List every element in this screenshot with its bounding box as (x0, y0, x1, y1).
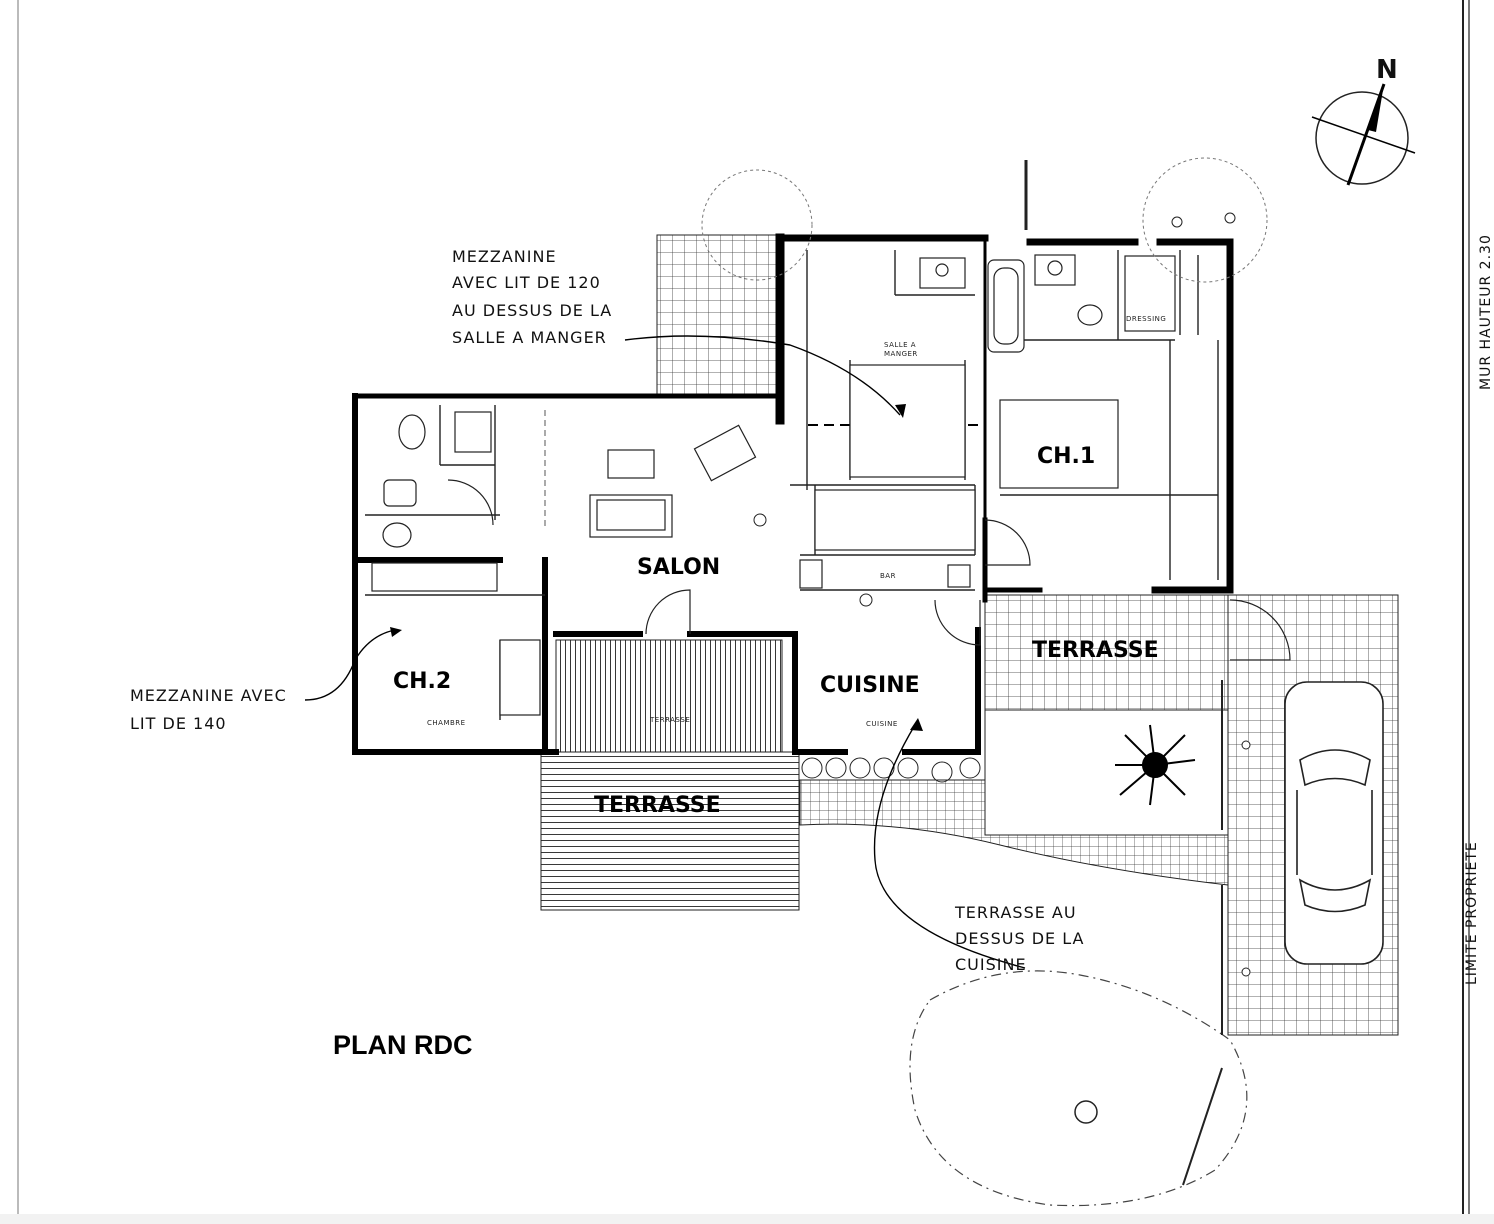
room-label-terrasse-east: TERRASSE (1032, 638, 1159, 663)
car-icon (1284, 681, 1384, 965)
margin-label-limite-propriete: LIMITE PROPRIETE (1464, 841, 1480, 985)
room-label-ch2: CH.2 (393, 669, 451, 694)
note-terrasse-cuisine-line2: DESSUS DE LA (955, 929, 1084, 948)
paving-north (656, 234, 780, 398)
trees (701, 157, 1268, 283)
label-bar: BAR (880, 572, 896, 580)
label-salle-a-manger-1: SALLE A (884, 341, 916, 349)
note-mezzanine-top-line2: AVEC LIT DE 120 (452, 273, 601, 292)
note-mezzanine-left-line2: LIT DE 140 (130, 714, 227, 733)
north-arrow-icon (1311, 83, 1416, 186)
deck-south (540, 639, 800, 911)
note-mezzanine-left-line1: MEZZANINE AVEC (130, 686, 287, 705)
note-mezzanine-top-line3: AU DESSUS DE LA (452, 301, 612, 320)
note-terrasse-cuisine-line3: CUISINE (955, 955, 1027, 974)
label-chambre: CHAMBRE (427, 719, 466, 727)
label-cuisine-small: CUISINE (866, 720, 898, 728)
room-label-terrasse-south: TERRASSE (594, 793, 721, 818)
note-mezzanine-top-line1: MEZZANINE (452, 247, 557, 266)
furniture (371, 254, 1176, 716)
margin-label-mur-hauteur: MUR HAUTEUR 2.30 (1478, 234, 1494, 390)
shrubs (801, 757, 981, 783)
walls (352, 233, 1234, 755)
compass-letter: N (1376, 55, 1399, 85)
room-label-cuisine: CUISINE (820, 673, 920, 698)
label-dressing: DRESSING (1126, 315, 1166, 323)
room-label-salon: SALON (637, 555, 720, 580)
room-label-ch1: CH.1 (1037, 444, 1095, 469)
label-salle-a-manger-2: MANGER (884, 350, 918, 358)
label-terrasse-small: TERRASSE (649, 716, 690, 724)
palm-tree-icon (1115, 724, 1196, 806)
note-mezzanine-top-line4: SALLE A MANGER (452, 328, 607, 347)
plan-title: PLAN RDC (333, 1030, 473, 1060)
note-terrasse-cuisine-line1: TERRASSE AU (954, 903, 1077, 922)
